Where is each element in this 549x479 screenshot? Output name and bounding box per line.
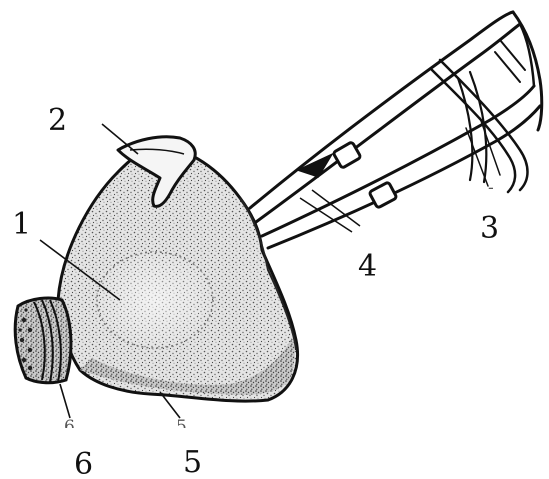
exhalation-valve (15, 298, 71, 383)
label-head-straps: 3 (480, 214, 499, 244)
ghost-label-exhalation-valve: 6 (64, 419, 75, 428)
label-mask-body: 1 (12, 210, 31, 240)
label-seam: 5 (183, 448, 202, 478)
label-buckle: 4 (358, 252, 377, 282)
label-exhalation-valve: 6 (74, 450, 93, 479)
label-nose-clip: 2 (48, 106, 67, 136)
ghost-label-seam: 5 (176, 419, 187, 428)
ghost-label-head-straps: - (488, 180, 494, 194)
